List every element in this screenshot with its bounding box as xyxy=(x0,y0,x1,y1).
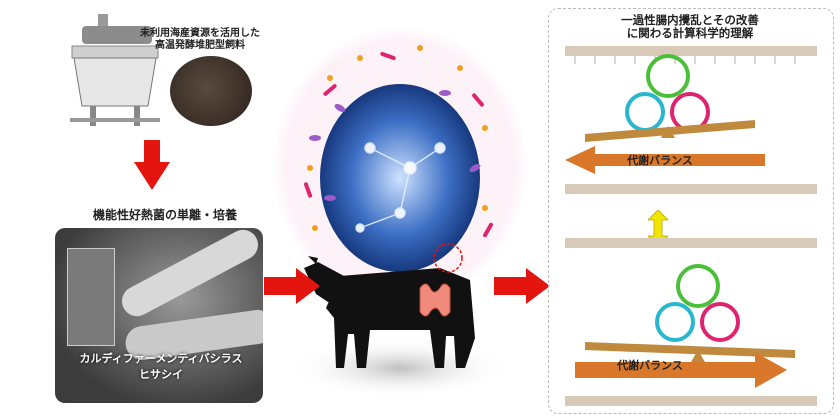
molecule-network xyxy=(355,142,446,233)
zoom-circle xyxy=(433,243,463,273)
bacteria-micrograph xyxy=(55,228,263,403)
right-arrow-icon xyxy=(494,268,550,304)
microbe-dots xyxy=(303,45,493,238)
metabolic-balance-restored xyxy=(565,238,817,406)
compost-title: 未利用海産資源を活用した 高温発酵堆肥型飼料 xyxy=(140,28,260,51)
intestine-icon xyxy=(419,283,451,317)
research-title: 一過性腸内攪乱とその改善 に関わる計算科学的理解 xyxy=(621,13,759,41)
research-panel xyxy=(548,8,834,414)
isolation-title: 機能性好熱菌の単離・培養 xyxy=(92,208,237,222)
compost-photo xyxy=(170,56,252,126)
balance-label-top: 代謝バランス xyxy=(627,154,693,167)
double-arrow-icon xyxy=(648,210,668,246)
balance-label-bottom: 代謝バランス xyxy=(617,359,683,372)
down-arrow-icon xyxy=(134,140,170,190)
gut-microbiome-illustration xyxy=(272,26,528,398)
metabolic-balance-disturbed xyxy=(565,46,817,194)
right-arrow-icon xyxy=(264,268,320,304)
fermenter-machine-illustration xyxy=(70,14,160,126)
bacteria-name: カルディファーメンティバシラス ヒサシイ xyxy=(79,352,243,381)
